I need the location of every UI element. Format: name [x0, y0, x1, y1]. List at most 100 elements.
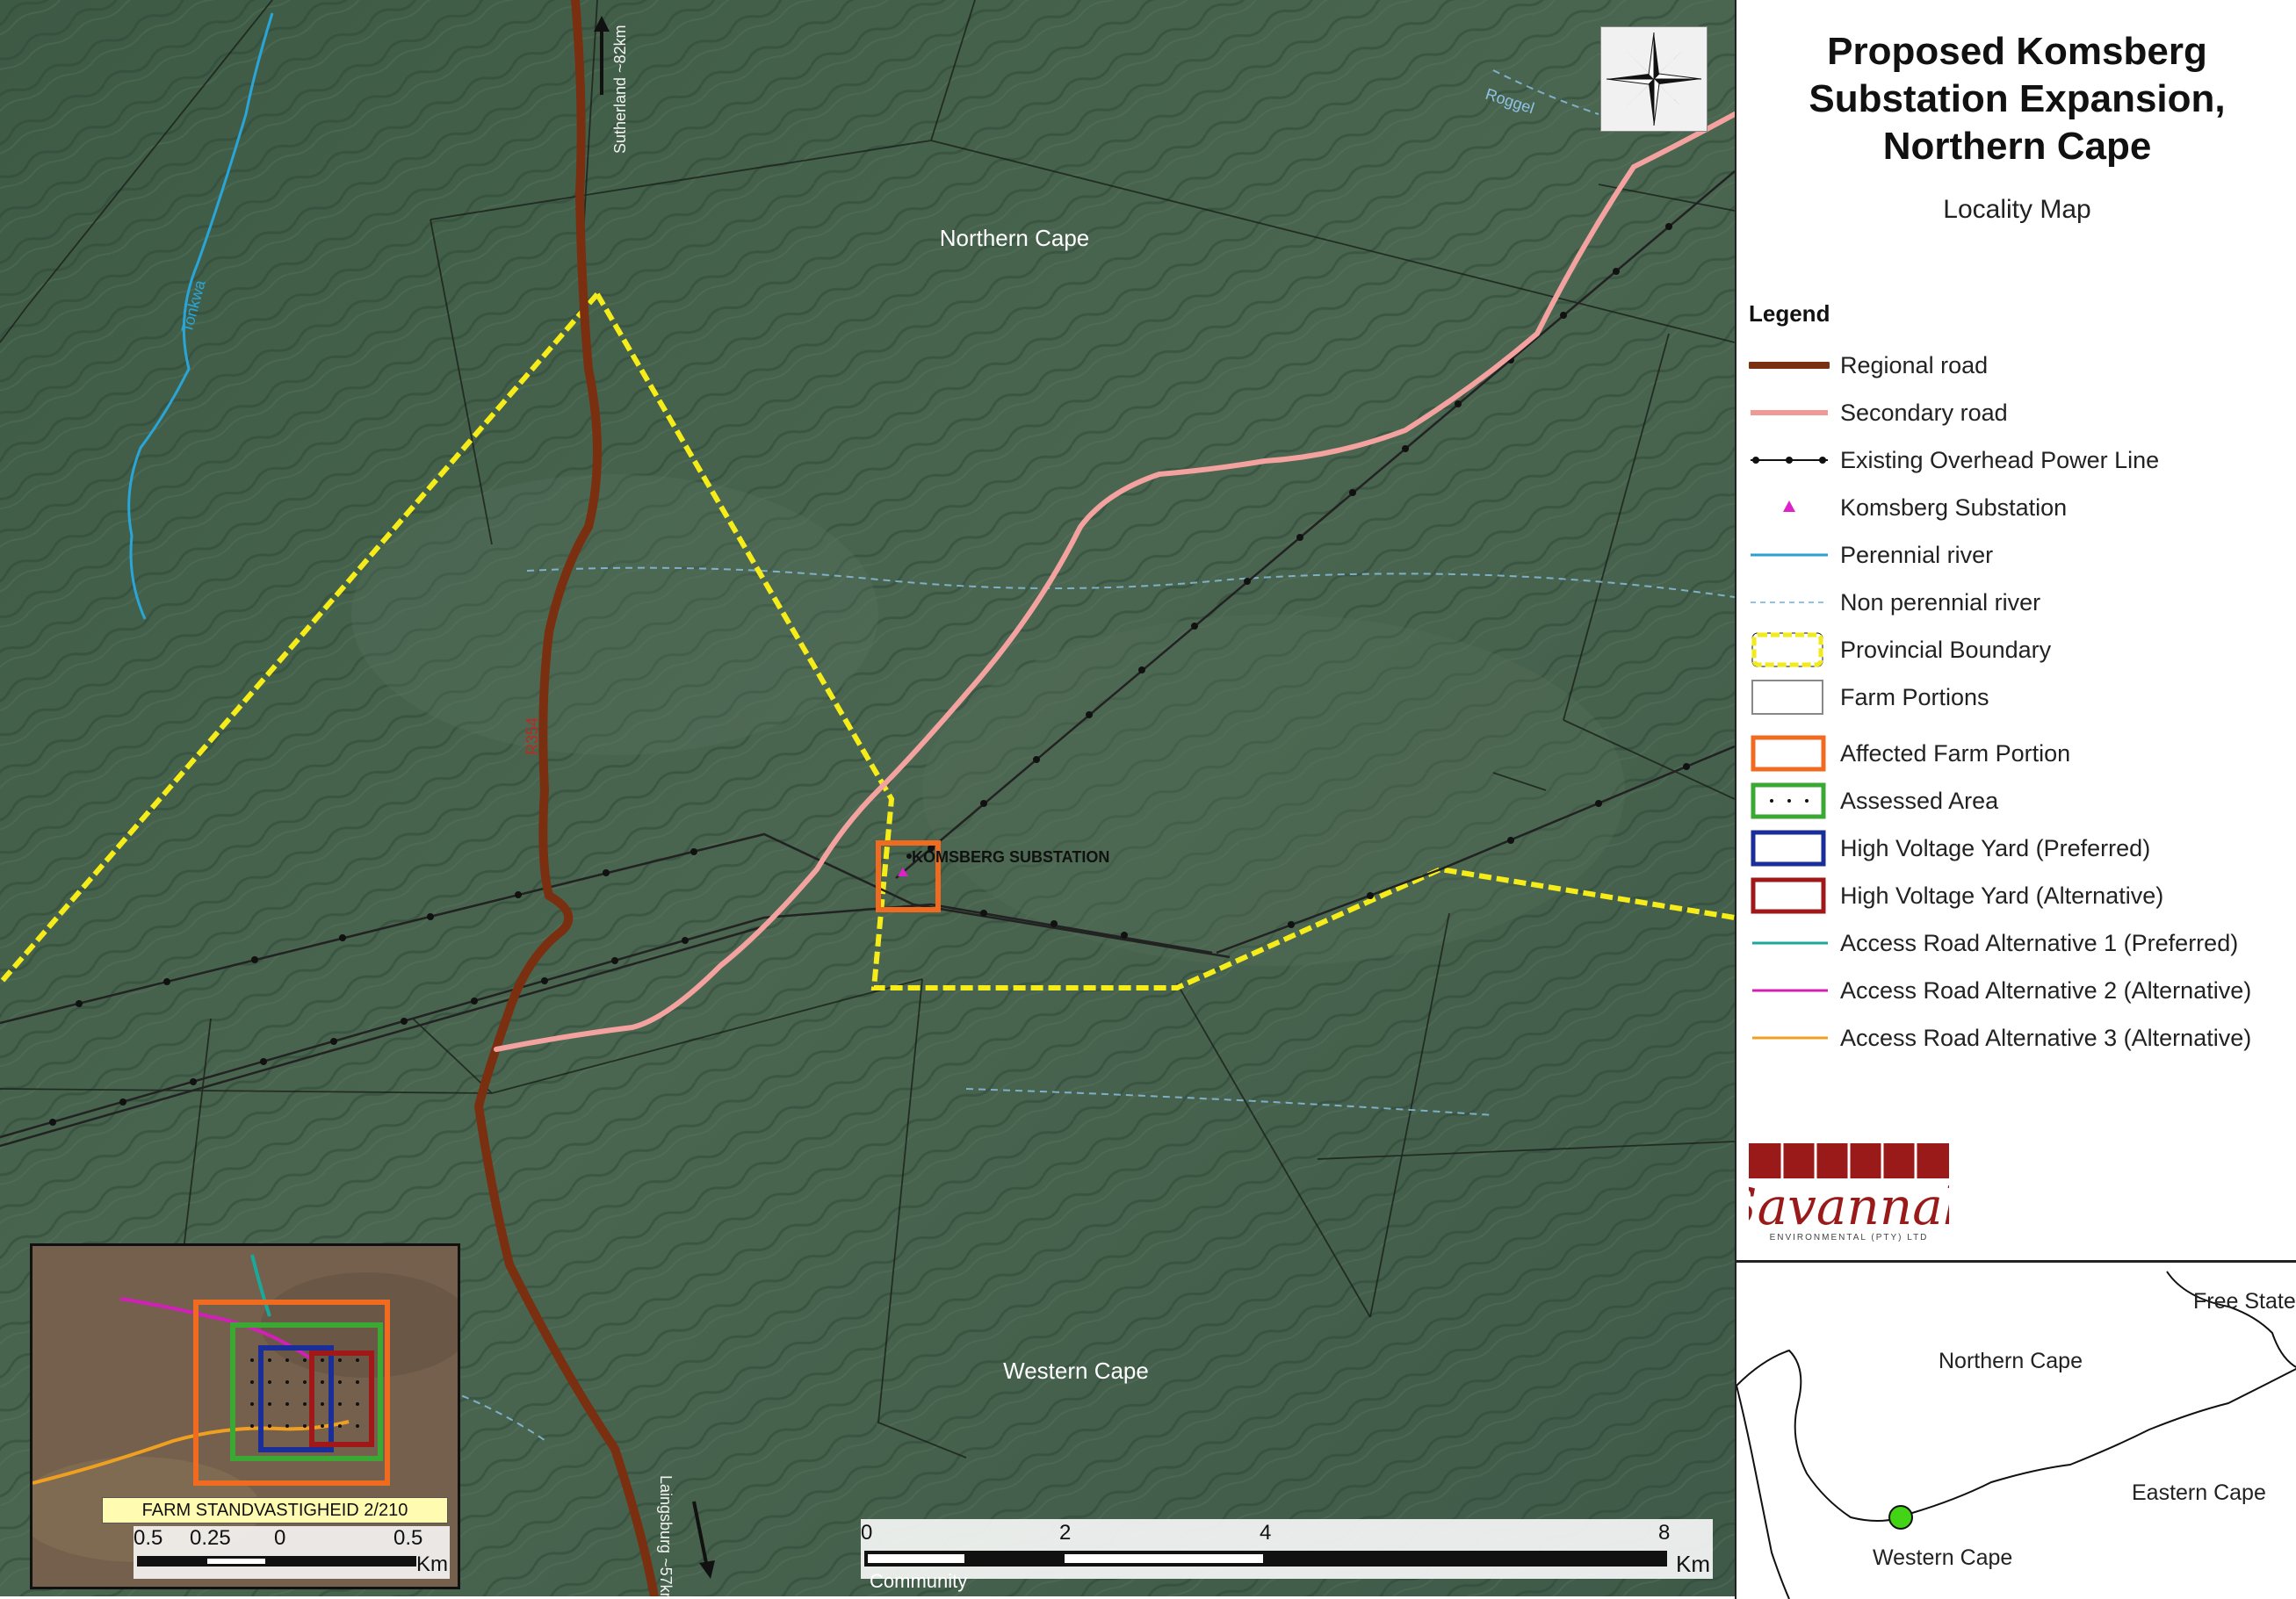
south-direction-arrow-icon [692, 1501, 715, 1579]
inset-scale-tick-b: 0.25 [190, 1526, 231, 1550]
legend-label: Perennial river [1840, 541, 1994, 568]
hv-yard-alternative-symbol [1749, 875, 1830, 916]
power-line-symbol [1749, 440, 1830, 480]
farm-portions-symbol [1749, 677, 1830, 717]
overview-label-eastern-cape: Eastern Cape [2132, 1480, 2266, 1505]
legend-item-hv-yard-preferred: High Voltage Yard (Preferred) [1749, 828, 2150, 868]
legend-label: Assessed Area [1840, 787, 1999, 814]
legend-label: Regional road [1840, 351, 1989, 378]
hv-yard-preferred-symbol [1749, 828, 1830, 868]
legend-item-regional-road: Regional road [1747, 345, 1989, 385]
label-r354: R354 [523, 717, 541, 755]
legend-label: Farm Portions [1840, 683, 1989, 710]
legend-label: Secondary road [1840, 399, 2008, 426]
main-scale-bar: 0 2 4 8 Km [861, 1519, 1713, 1579]
legend-panel: Proposed Komsberg Substation Expansion, … [1722, 0, 2296, 1260]
site-location-marker [1888, 1505, 1913, 1530]
overview-map[interactable]: Free State Northern Cape Eastern Cape We… [1735, 1260, 2296, 1599]
provincial-boundary-symbol [1749, 630, 1830, 670]
access-road-1-symbol [1749, 923, 1830, 963]
title-line-1: Proposed Komsberg [1827, 30, 2207, 73]
label-western-cape: Western Cape [1003, 1358, 1149, 1384]
regional-road-r354 [473, 0, 659, 1596]
legend-label: Existing Overhead Power Line [1840, 446, 2160, 473]
inset-scale-tick-c: 0 [274, 1526, 286, 1550]
legend-label: Access Road Alternative 2 (Alternative) [1840, 976, 2252, 1004]
scale-bar-graphic [864, 1551, 1667, 1567]
existing-power-lines [0, 170, 1735, 1148]
overview-label-northern-cape: Northern Cape [1939, 1349, 2083, 1373]
inset-scale-tick-d: 0.5 [393, 1526, 423, 1550]
title-line-2: Substation Expansion, [1809, 77, 2226, 120]
legend-item-access-road-3: Access Road Alternative 3 (Alternative) [1749, 1018, 2251, 1058]
scale-tick-8: 8 [1658, 1521, 1671, 1545]
legend-item-provincial-boundary: Provincial Boundary [1749, 630, 2051, 670]
provincial-border-south [1736, 1349, 2296, 1522]
north-arrow-box [1600, 26, 1708, 132]
legend-item-substation: Komsberg Substation [1749, 487, 2067, 528]
legend-label: Non perennial river [1840, 588, 2041, 616]
legend-item-hv-yard-alternative: High Voltage Yard (Alternative) [1749, 875, 2163, 916]
legend-label: High Voltage Yard (Alternative) [1840, 882, 2164, 909]
legend-item-affected-farm: Affected Farm Portion [1749, 733, 2070, 774]
legend-label: Affected Farm Portion [1840, 739, 2071, 767]
overview-label-free-state: Free State [2193, 1289, 2296, 1314]
affected-farm-symbol [1749, 733, 1830, 774]
provincial-boundary [0, 292, 1735, 990]
legend-label: High Voltage Yard (Preferred) [1840, 834, 2151, 861]
legend-item-assessed-area: Assessed Area [1749, 781, 1998, 821]
non-perennial-river-symbol [1749, 582, 1830, 623]
legend-item-farm-portions: Farm Portions [1749, 677, 1989, 717]
main-map[interactable]: Northern Cape Western Cape KOMSBERG SUBS… [0, 0, 1735, 1596]
label-northern-cape: Northern Cape [940, 225, 1090, 251]
scale-tick-4: 4 [1260, 1521, 1272, 1545]
perennial-river [127, 12, 274, 620]
logo-subtext: ENVIRONMENTAL (PTY) LTD [1769, 1233, 1929, 1242]
inset-scale-graphic [137, 1556, 416, 1567]
affected-farm-portion [876, 840, 941, 912]
label-laingsburg: Laingsburg ~57km [657, 1475, 675, 1596]
savannah-logo: Savannah [1722, 1143, 1975, 1247]
legend-item-perennial-river: Perennial river [1749, 535, 1993, 575]
legend-label: Provincial Boundary [1840, 636, 2052, 663]
coastline [1736, 1385, 1790, 1599]
scale-tick-2: 2 [1059, 1521, 1072, 1545]
legend-item-power-line: Existing Overhead Power Line [1749, 440, 2159, 480]
secondary-road [494, 112, 1735, 1052]
label-komsberg-substation: KOMSBERG SUBSTATION [912, 848, 1109, 866]
legend-label: Access Road Alternative 3 (Alternative) [1840, 1024, 2252, 1051]
logo-text: Savannah [1749, 1177, 1949, 1231]
legend-heading: Legend [1749, 300, 1830, 327]
legend-item-access-road-1: Access Road Alternative 1 (Preferred) [1749, 923, 2238, 963]
perennial-river-symbol [1749, 535, 1830, 575]
secondary-road-symbol [1749, 393, 1830, 433]
north-direction-arrow-icon [594, 16, 610, 95]
legend-item-secondary-road: Secondary road [1749, 393, 2008, 433]
scale-unit: Km [1676, 1551, 1710, 1577]
inset-scale-unit: Km [416, 1552, 448, 1576]
map-title: Proposed Komsberg Substation Expansion, … [1736, 28, 2296, 170]
overview-label-western-cape: Western Cape [1873, 1545, 2013, 1570]
title-line-3: Northern Cape [1882, 125, 2152, 168]
savannah-logo-icon: Savannah [1722, 1143, 1975, 1236]
map-canvas: Northern Cape Western Cape KOMSBERG SUBS… [0, 0, 1735, 1596]
inset-farm-label: FARM STANDVASTIGHEID 2/210 [102, 1497, 448, 1523]
provincial-border-east [2166, 1271, 2296, 1368]
compass-rose-icon [1606, 32, 1702, 126]
substation-triangle-icon [898, 868, 908, 876]
access-road-3-symbol [1749, 1018, 1830, 1058]
assessed-area-symbol [1749, 781, 1830, 821]
regional-road-symbol [1747, 345, 1831, 385]
label-sutherland: Sutherland ~82km [611, 25, 629, 154]
legend-label: Access Road Alternative 1 (Preferred) [1840, 929, 2239, 956]
inset-scale-tick-a: 0.5 [134, 1526, 163, 1550]
inset-scale-bar: 0.5 0.25 0 0.5 Km [134, 1526, 450, 1579]
farm-portions [0, 0, 1735, 1459]
access-road-2-symbol [1749, 970, 1830, 1011]
overview-canvas [1736, 1271, 2296, 1599]
triangle-icon [1749, 487, 1830, 528]
scale-tick-0: 0 [861, 1521, 873, 1545]
legend-label: Komsberg Substation [1840, 493, 2068, 521]
legend-item-non-perennial-river: Non perennial river [1749, 582, 2040, 623]
legend-item-access-road-2: Access Road Alternative 2 (Alternative) [1749, 970, 2251, 1011]
